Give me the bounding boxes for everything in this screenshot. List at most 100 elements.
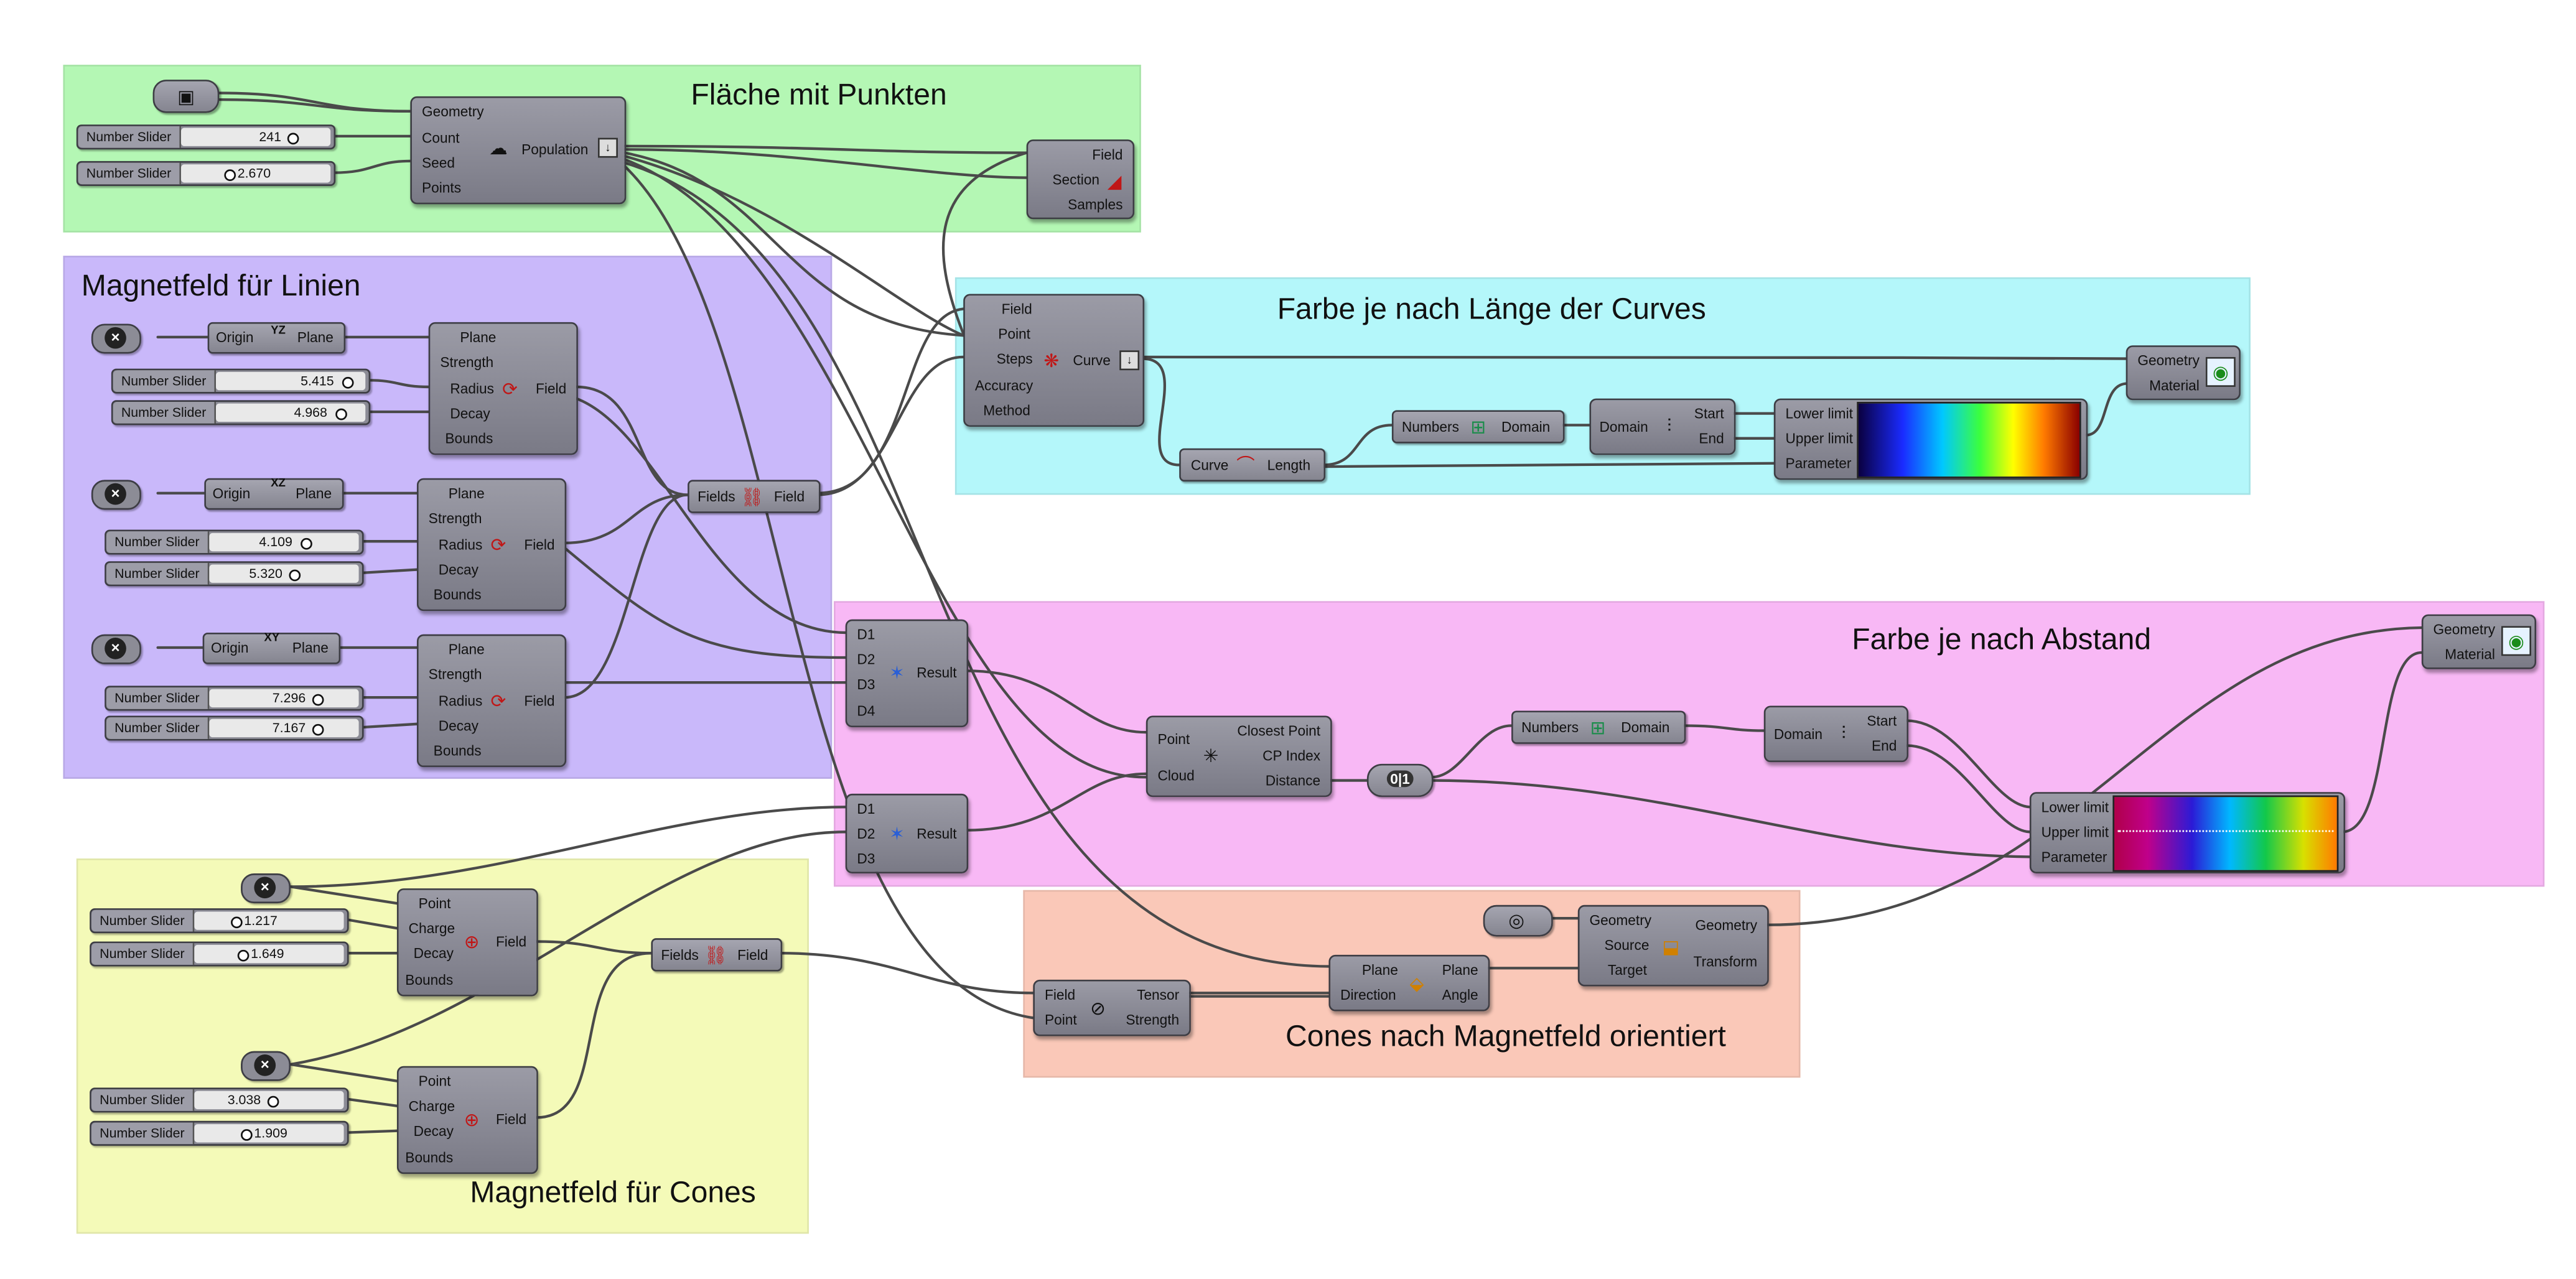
input-bounds[interactable]: Bounds: [433, 742, 482, 759]
input-plane[interactable]: Plane: [448, 485, 485, 502]
gradient-grips[interactable]: [2117, 830, 2334, 839]
input-curve[interactable]: Curve: [1190, 457, 1229, 473]
spin-field-component[interactable]: Plane Strength Radius Decay Bounds ⟳ Fie…: [416, 634, 567, 768]
input-decay[interactable]: Decay: [413, 944, 454, 962]
populate-geometry-component[interactable]: Geometry Count Seed Points ☁ Population …: [410, 96, 627, 205]
distance-component[interactable]: D1 D2 D3 D4 ✶ Result: [845, 619, 969, 728]
deconstruct-domain-component[interactable]: Domain ⫶ Start End: [1763, 705, 1909, 763]
input-origin[interactable]: Origin: [211, 639, 249, 656]
point-param[interactable]: ×: [91, 480, 141, 510]
custom-preview-component[interactable]: Geometry Material ◉: [2126, 345, 2241, 401]
input-method[interactable]: Method: [983, 401, 1030, 419]
slider-knob[interactable]: [312, 694, 324, 706]
output-domain[interactable]: Domain: [1501, 418, 1551, 435]
gradient-component[interactable]: Lower limit Upper limit Parameter: [1773, 398, 2088, 480]
output-cp-index[interactable]: CP Index: [1262, 747, 1321, 764]
slider-knob[interactable]: [289, 569, 301, 582]
chevron-down-icon[interactable]: ↓: [597, 137, 618, 158]
slider-track[interactable]: 2.670: [180, 164, 331, 183]
slider-track[interactable]: 7.296: [209, 689, 359, 708]
slider-knob[interactable]: [312, 723, 324, 736]
input-decay[interactable]: Decay: [450, 405, 490, 422]
merge-fields-component[interactable]: Fields ⛓ Field: [688, 480, 821, 513]
slider-knob[interactable]: [237, 949, 250, 962]
output-length[interactable]: Length: [1267, 457, 1311, 473]
point-param[interactable]: ×: [241, 1051, 291, 1081]
input-strength[interactable]: Strength: [428, 666, 482, 683]
spin-field-component[interactable]: Plane Strength Radius Decay Bounds ⟳ Fie…: [416, 478, 567, 612]
input-origin[interactable]: Origin: [216, 328, 254, 346]
output-field[interactable]: Field: [495, 1110, 527, 1128]
point-param[interactable]: ×: [241, 873, 291, 904]
point-param[interactable]: ×: [91, 634, 141, 664]
length-component[interactable]: Curve ⌒ Length: [1179, 448, 1326, 482]
input-d1[interactable]: D1: [857, 800, 875, 817]
merge-fields-component[interactable]: Fields ⛓ Field: [651, 938, 783, 972]
input-radius[interactable]: Radius: [450, 380, 495, 397]
output-curve[interactable]: Curve: [1073, 351, 1111, 369]
plane-xy-component[interactable]: Origin XY Plane: [202, 633, 341, 664]
input-section[interactable]: Section: [1052, 170, 1100, 188]
point-param[interactable]: ×: [91, 323, 141, 354]
number-slider[interactable]: Number Slider 5.415: [111, 368, 371, 394]
slider-track[interactable]: 7.167: [209, 719, 359, 738]
slider-track[interactable]: 3.038: [194, 1091, 344, 1110]
input-d1[interactable]: D1: [857, 626, 875, 643]
output-result[interactable]: Result: [917, 825, 957, 842]
input-d2[interactable]: D2: [857, 651, 875, 668]
input-field[interactable]: Field: [1001, 300, 1032, 317]
output-end[interactable]: End: [1699, 430, 1724, 447]
input-point[interactable]: Point: [998, 325, 1030, 342]
custom-preview-component[interactable]: Geometry Material ◉: [2421, 614, 2537, 669]
input-domain[interactable]: Domain: [1773, 725, 1823, 743]
input-upper-limit[interactable]: Upper limit: [2041, 823, 2109, 840]
input-plane[interactable]: Plane: [448, 641, 485, 658]
input-charge[interactable]: Charge: [408, 919, 455, 937]
slider-knob[interactable]: [287, 133, 299, 145]
input-origin[interactable]: Origin: [212, 485, 251, 502]
input-bounds[interactable]: Bounds: [433, 586, 482, 603]
input-field[interactable]: Field: [1092, 146, 1123, 163]
input-target[interactable]: Target: [1607, 961, 1647, 979]
output-field[interactable]: Field: [495, 933, 527, 950]
bounds-component[interactable]: Numbers ⊞ Domain: [1391, 410, 1565, 444]
input-points[interactable]: Points: [422, 179, 462, 196]
output-field[interactable]: Field: [737, 946, 768, 964]
slider-track[interactable]: 4.109: [209, 533, 359, 552]
number-slider[interactable]: Number Slider 2.670: [76, 160, 336, 186]
spin-field-component[interactable]: Plane Strength Radius Decay Bounds ⟳ Fie…: [428, 322, 578, 455]
input-direction[interactable]: Direction: [1340, 986, 1396, 1003]
input-parameter[interactable]: Parameter: [2041, 849, 2107, 865]
plane-yz-component[interactable]: Origin YZ Plane: [207, 322, 346, 354]
input-d4[interactable]: D4: [857, 702, 875, 719]
input-upper-limit[interactable]: Upper limit: [1785, 430, 1853, 447]
slider-track[interactable]: 5.320: [209, 564, 359, 583]
orient-component[interactable]: Geometry Source Target ⬓ Geometry Transf…: [1577, 905, 1769, 987]
input-material[interactable]: Material: [2149, 376, 2200, 394]
evaluate-field-component[interactable]: Field Point ⊘ Tensor Strength: [1033, 979, 1191, 1036]
input-radius[interactable]: Radius: [438, 692, 483, 709]
bounds-component[interactable]: Numbers ⊞ Domain: [1511, 710, 1686, 744]
closest-point-component[interactable]: Point Cloud ✳ Closest Point CP Index Dis…: [1146, 715, 1332, 798]
input-strength[interactable]: Strength: [428, 509, 482, 527]
slider-knob[interactable]: [335, 408, 347, 421]
input-fields[interactable]: Fields: [698, 488, 735, 505]
plane-xz-component[interactable]: Origin XZ Plane: [204, 478, 344, 510]
point-charge-component[interactable]: Point Charge Decay Bounds ⊕ Field: [396, 888, 538, 997]
number-slider[interactable]: Number Slider 4.968: [111, 400, 371, 426]
slider-knob[interactable]: [224, 169, 236, 181]
output-start[interactable]: Start: [1694, 405, 1724, 422]
output-transform[interactable]: Transform: [1693, 953, 1758, 970]
input-numbers[interactable]: Numbers: [1401, 418, 1459, 435]
input-bounds[interactable]: Bounds: [445, 430, 493, 447]
output-plane[interactable]: Plane: [297, 328, 334, 346]
gradient-preview[interactable]: [2112, 795, 2339, 872]
slider-knob[interactable]: [231, 916, 243, 929]
input-domain[interactable]: Domain: [1599, 418, 1648, 435]
output-domain[interactable]: Domain: [1621, 719, 1670, 736]
slider-knob[interactable]: [241, 1129, 253, 1141]
input-steps[interactable]: Steps: [996, 350, 1033, 367]
output-angle[interactable]: Angle: [1442, 986, 1478, 1003]
number-slider[interactable]: Number Slider 3.038: [90, 1087, 349, 1113]
slider-track[interactable]: 5.415: [216, 371, 366, 391]
